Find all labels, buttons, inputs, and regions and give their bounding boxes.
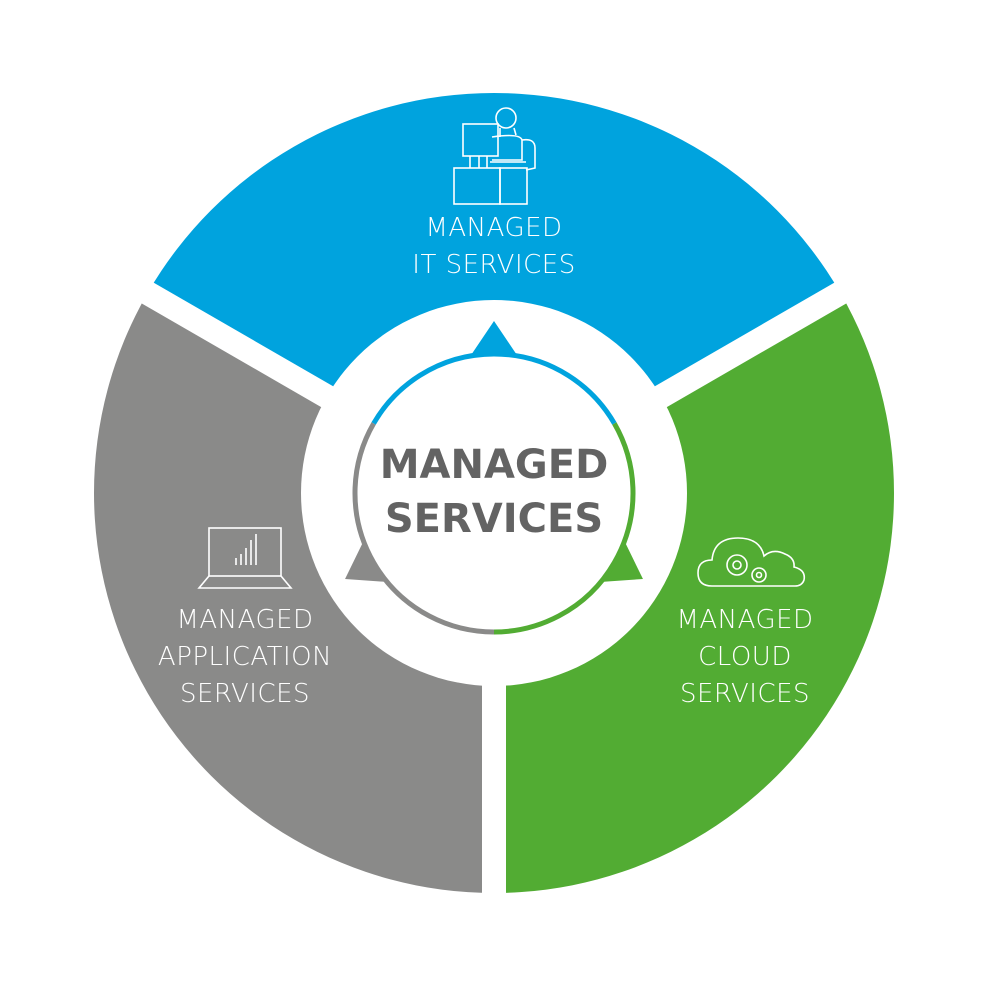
label-line: MANAGED [176, 605, 314, 635]
cloud-gears-icon [697, 537, 806, 587]
center-title: MANAGED SERVICES [354, 438, 634, 546]
label-cloud-services: MANAGED CLOUD SERVICES [640, 602, 850, 713]
segment-application-services [93, 293, 494, 893]
label-it-services: MANAGED IT SERVICES [374, 210, 614, 284]
center-disc [355, 354, 633, 632]
center-ring-it [371, 351, 617, 425]
label-line: SERVICES [179, 679, 311, 709]
center-title-line2: SERVICES [384, 496, 604, 542]
label-line: MANAGED [425, 213, 563, 243]
center-title-line1: MANAGED [379, 442, 609, 488]
person-at-computer-icon [453, 107, 536, 205]
label-line: CLOUD [698, 642, 792, 672]
segment-cloud-services [494, 293, 894, 893]
label-line: APPLICATION [157, 642, 333, 672]
center-ring-cloud [493, 422, 636, 635]
center-ring-app [352, 422, 495, 635]
segment-it-services [147, 93, 841, 399]
label-application-services: MANAGED APPLICATION SERVICES [135, 602, 355, 713]
label-line: MANAGED [676, 605, 814, 635]
label-line: IT SERVICES [412, 250, 576, 280]
label-line: SERVICES [679, 679, 811, 709]
pointer-triangle-it [468, 321, 520, 360]
laptop-chart-icon [197, 527, 293, 589]
